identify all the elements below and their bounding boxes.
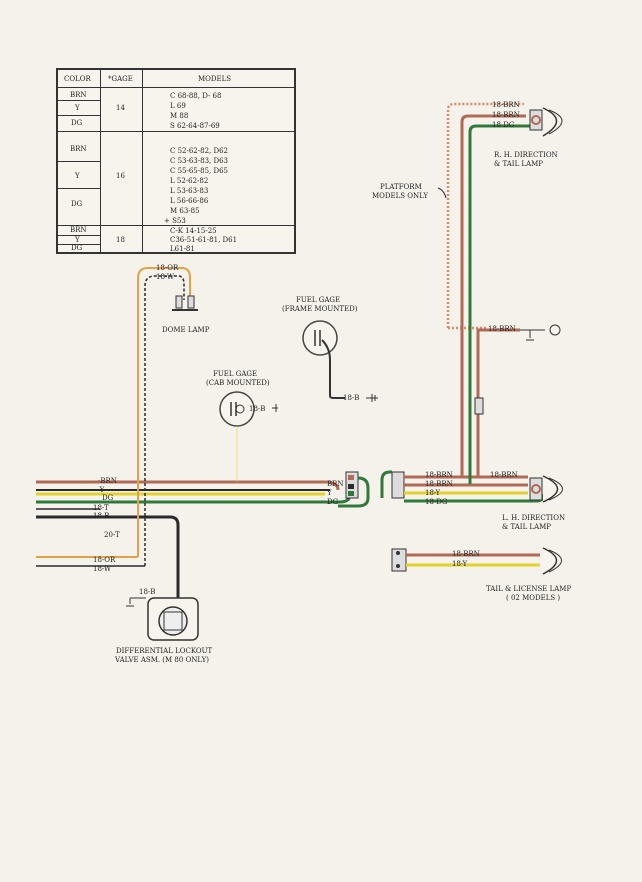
wire-label: 20-T [104, 531, 120, 539]
wire-label: 18-W [93, 565, 112, 573]
table-cell-model: C 52-62-82, D62 [170, 147, 229, 155]
wire-label: DG [327, 498, 339, 506]
wire-label: 18-Y [452, 560, 468, 568]
platform-label-1: PLATFORM [380, 183, 422, 191]
table-cell-color: BRN [70, 145, 87, 153]
wire-label: 18-B [249, 405, 266, 413]
wire-label: 18-BRN [492, 111, 520, 119]
table-header-gage: *GAGE [108, 75, 133, 83]
fuel-gage-cab-label-2: (CAB MOUNTED) [206, 379, 270, 387]
wire-label: 18-BRN [425, 480, 453, 488]
rh-lamp [529, 107, 563, 137]
table-cell-gage: 16 [116, 172, 125, 180]
table-cell-model: C 68-88, D- 68 [170, 92, 222, 100]
wire-label: 18-B [139, 588, 156, 596]
wire-label: BRN [327, 480, 344, 488]
table-cell-model: C-K 14-15-25 [170, 227, 217, 235]
tail-license-label-2: ( 02 MODELS ) [506, 594, 561, 602]
wire-label: 18-OR [93, 556, 116, 564]
fuel-gage-frame [302, 320, 378, 402]
wire-label: 18-BRN [452, 550, 480, 558]
table-cell-color: Y [75, 172, 80, 180]
dome-lamp-label: DOME LAMP [162, 326, 210, 334]
table-cell-model: C36-51-61-81, D61 [170, 236, 238, 244]
lh-lamp [529, 475, 563, 503]
diff-lockout-label-1: DIFFERENTIAL LOCKOUT [116, 647, 213, 655]
wire-label: Y [327, 489, 332, 497]
table-cell-color: DG [71, 119, 83, 127]
table-header-models: MODELS [198, 75, 232, 83]
table-cell-color: BRN [70, 226, 87, 234]
wire-label: -Y- [98, 486, 106, 494]
wire-label: 18-BRN [425, 471, 453, 479]
center-connector [338, 471, 370, 508]
table-cell-model: + S53 [164, 217, 186, 225]
main-harness [36, 480, 352, 590]
tail-license-lamp [391, 547, 562, 575]
platform-lamp [520, 324, 561, 341]
table-cell-model: C 53-63-83, D63 [170, 157, 229, 165]
wire-label: -BRN [98, 477, 117, 485]
wire-label: 18-B [343, 394, 360, 402]
table-cell-gage: 18 [116, 236, 125, 244]
table-cell-color: BRN [70, 91, 87, 99]
table-cell-model: L 56-66-86 [170, 197, 209, 205]
wire-label: 18-BRN [488, 325, 516, 333]
wire-label: 18-BRN [492, 101, 520, 109]
fuel-gage-cab-label-1: FUEL GAGE [213, 370, 258, 378]
table-cell-gage: 14 [116, 104, 125, 112]
diff-lockout-valve [126, 590, 199, 641]
table-cell-color: DG [71, 200, 83, 208]
wire-label: 18-B [93, 512, 110, 520]
rh-lamp-label-2: & TAIL LAMP [494, 160, 544, 168]
table-cell-model: L 53-63-83 [170, 187, 209, 195]
wire-label: 18-T [93, 504, 109, 512]
lh-lamp-label-2: & TAIL LAMP [502, 523, 552, 531]
rh-lamp-run [446, 102, 530, 484]
wire-label: 18-Y [425, 489, 441, 497]
wire-label: 18-BRN [490, 471, 518, 479]
wire-gage-table: COLOR *GAGE MODELS BRN Y DG 14 C 68-88, … [56, 68, 296, 254]
fuel-gage-cab [219, 391, 278, 482]
table-cell-model: C 55-65-85, D65 [170, 167, 229, 175]
right-connector [380, 470, 546, 503]
tail-license-label-1: TAIL & LICENSE LAMP [486, 585, 572, 593]
table-cell-color: Y [75, 104, 80, 112]
wire-label: 18-DG [425, 498, 448, 506]
wire-label: 18-W [156, 273, 175, 281]
platform-label-2: MODELS ONLY [372, 192, 428, 200]
fuel-gage-frame-label-2: (FRAME MOUNTED) [282, 305, 358, 313]
diff-lockout-label-2: VALVE ASM. (M 80 ONLY) [115, 656, 209, 664]
table-cell-model: M 88 [170, 112, 189, 120]
table-header-color: COLOR [64, 75, 91, 83]
table-cell-color: DG [71, 244, 83, 252]
table-cell-model: L 69 [170, 102, 186, 110]
wire-label: 18-DG [492, 121, 515, 129]
lh-lamp-label-1: L. H. DIRECTION [502, 514, 566, 522]
table-cell-model: M 63-85 [170, 207, 200, 215]
dome-lamp-wires [137, 267, 198, 566]
wire-label: DG [102, 494, 114, 502]
rh-lamp-label-1: R. H. DIRECTION [494, 151, 558, 159]
table-cell-model: L61-81 [170, 245, 195, 253]
table-cell-model: L 52-62-82 [170, 177, 209, 185]
table-cell-model: S 62-64-87-69 [170, 122, 220, 130]
fuel-gage-frame-label-1: FUEL GAGE [296, 296, 341, 304]
table-cell-color: Y [75, 236, 80, 244]
wire-label: 18-OR [156, 264, 179, 272]
